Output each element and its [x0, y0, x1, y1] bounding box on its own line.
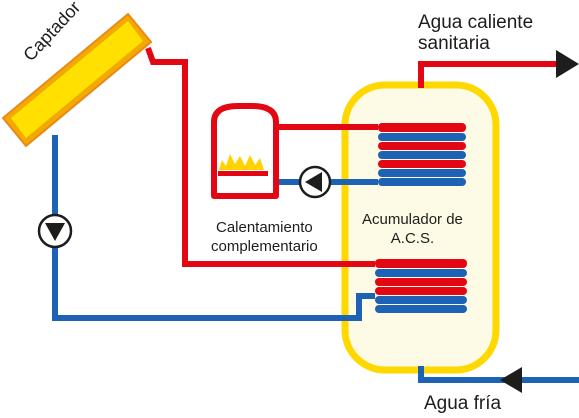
solar-hot-flow-pipe [145, 46, 375, 267]
solar-collector [1, 12, 153, 148]
hot-water-arrow-icon [556, 50, 579, 78]
upper-heat-exchanger-coil [378, 123, 466, 186]
lower-heat-exchanger-coil [375, 259, 467, 313]
tank-label-line2: A.C.S. [390, 230, 435, 247]
solar-pump-icon [37, 213, 73, 249]
heater-label-line1: Calentamiento [215, 219, 313, 236]
hot-water-outlet-pipe [418, 61, 565, 88]
hot-water-label-line1: Agua caliente [418, 12, 534, 33]
solar-cold-return-pipe [52, 135, 375, 321]
cold-water-inlet-pipe [418, 366, 579, 383]
cold-water-inlet-label: Agua fría [424, 393, 502, 414]
hot-water-label-line2: sanitaria [418, 33, 490, 54]
hot-water-outlet-label: Agua caliente sanitaria [418, 12, 533, 54]
tank-label: Acumulador de A.C.S. [362, 210, 463, 248]
heater-label-line2: complementario [211, 238, 318, 255]
heater-label: Calentamiento complementario [211, 218, 318, 256]
flame-icon [219, 154, 264, 170]
cold-water-arrow-icon [500, 367, 522, 393]
tank-label-line1: Acumulador de [362, 211, 463, 228]
auxiliary-heater [211, 103, 279, 199]
heater-pump-icon [298, 165, 332, 199]
